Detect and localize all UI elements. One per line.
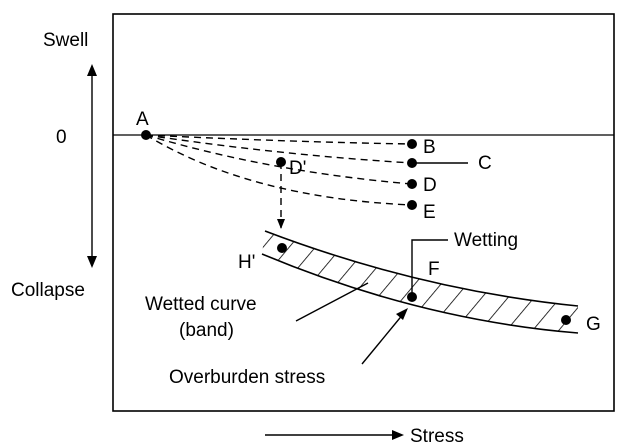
swell-collapse-arrow (87, 64, 97, 268)
dashed-curves (145, 134, 413, 229)
point-dprime (276, 157, 286, 167)
label-c: C (478, 153, 492, 174)
annotation-overburden: Overburden stress (169, 367, 325, 388)
annotation-wetted-curve-1: Wetted curve (145, 294, 257, 315)
overburden-arrow (361, 308, 408, 365)
curve-a-b (145, 134, 413, 145)
curve-a-d (145, 134, 413, 185)
annotation-wetting: Wetting (454, 230, 518, 251)
label-a: A (136, 109, 149, 130)
point-hprime (277, 243, 287, 253)
annotation-wetted-curve-2: (band) (179, 320, 234, 341)
label-f: F (428, 259, 440, 280)
wetted-band (261, 230, 579, 334)
point-d (407, 179, 417, 189)
y-label-zero: 0 (56, 127, 67, 148)
label-g: G (586, 314, 601, 335)
label-b: B (423, 137, 436, 158)
y-label-swell: Swell (43, 30, 88, 51)
point-b (407, 139, 417, 149)
point-e (407, 200, 417, 210)
points (141, 130, 571, 325)
leader-wetting (411, 239, 448, 297)
label-e: E (423, 202, 436, 223)
x-label-stress: Stress (410, 426, 464, 447)
leader-wetted-curve (295, 282, 369, 322)
label-dprime: D' (289, 158, 306, 179)
y-label-collapse: Collapse (11, 280, 85, 301)
curve-a-c (145, 134, 413, 164)
stress-arrow (265, 430, 404, 440)
label-d: D (423, 175, 437, 196)
point-a (141, 130, 151, 140)
point-g (561, 315, 571, 325)
label-hprime: H' (238, 252, 255, 273)
plot-frame (112, 13, 615, 412)
